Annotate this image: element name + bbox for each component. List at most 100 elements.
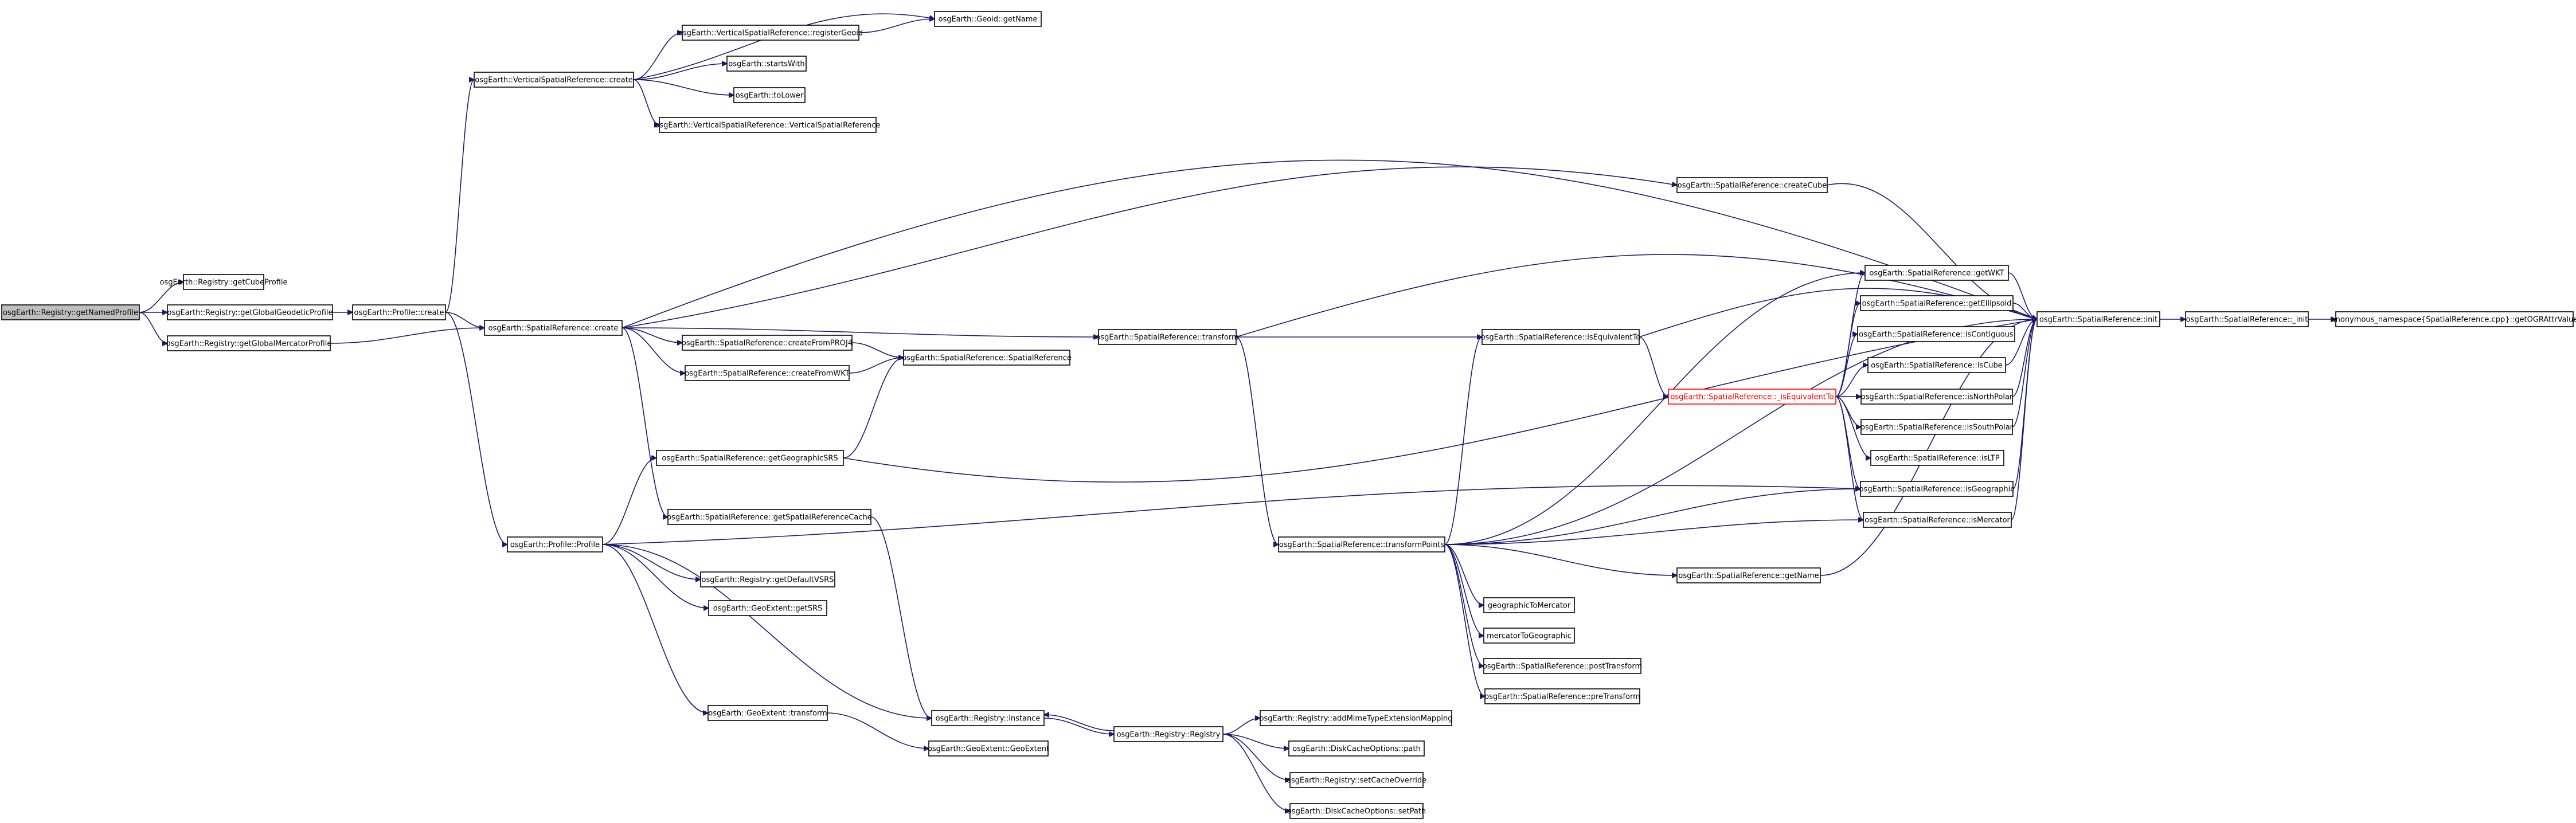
node-box — [167, 304, 333, 320]
node-box — [1, 304, 140, 320]
node-profileCreate[interactable]: osgEarth::Profile::create — [352, 304, 446, 320]
edge-registryCtor-to-registryInstance — [1044, 715, 1115, 731]
node-isLTP[interactable]: osgEarth::SpatialReference::isLTP — [1870, 450, 2004, 466]
node-startsWith[interactable]: osgEarth::startsWith — [726, 56, 807, 72]
node-layer: osgEarth::Registry::getNamedProfileosgEa… — [1, 11, 2576, 819]
node-registryCtor[interactable]: osgEarth::Registry::Registry — [1113, 726, 1223, 742]
node-vsrCreate[interactable]: osgEarth::VerticalSpatialReference::crea… — [474, 72, 634, 88]
node-label: osgEarth::SpatialReference::getName — [1678, 572, 1819, 581]
node-geoidGetName[interactable]: osgEarth::Geoid::getName — [934, 11, 1042, 27]
node-box — [183, 274, 264, 290]
node-transform[interactable]: osgEarth::SpatialReference::transform — [1096, 329, 1239, 345]
node-isGeographic[interactable]: osgEarth::SpatialReference::isGeographic — [1859, 481, 2015, 497]
node-box — [1289, 803, 1424, 819]
node-box — [1860, 389, 2013, 405]
node-addMimeType[interactable]: osgEarth::Registry::addMimeTypeExtension… — [1259, 710, 1453, 726]
node-box — [1860, 419, 2013, 435]
node-registryInstance[interactable]: osgEarth::Registry::instance — [931, 710, 1045, 726]
edge-profileCtor-to-geTransform — [602, 544, 708, 713]
node-label: osgEarth::SpatialReference::isContiguous — [1859, 331, 2014, 339]
node-getDefaultVSRS[interactable]: osgEarth::Registry::getDefaultVSRS — [700, 571, 835, 587]
node-label: osgEarth::SpatialReference::create — [488, 324, 619, 333]
edge-vsrCreate-to-startsWith — [633, 64, 727, 80]
node-toLower[interactable]: osgEarth::toLower — [733, 87, 806, 103]
node-srCreate[interactable]: osgEarth::SpatialReference::create — [484, 320, 623, 336]
node-geographicToMercator[interactable]: geographicToMercator — [1483, 597, 1575, 613]
node-box — [1857, 326, 2015, 342]
edge-srCreate-to-createCube — [621, 166, 1677, 328]
node-box — [1668, 389, 1836, 405]
node-createFromPROJ4[interactable]: osgEarth::SpatialReference::createFromPR… — [682, 335, 853, 351]
node-profileCtor[interactable]: osgEarth::Profile::Profile — [507, 536, 603, 552]
node-box — [507, 536, 603, 552]
node-box — [1860, 481, 2014, 497]
node-getGlobalGeodeticProfile[interactable]: osgEarth::Registry::getGlobalGeodeticPro… — [167, 304, 333, 320]
edge-_isEquivalentTo-to-isLTP — [1835, 396, 1871, 458]
node-createFromWKT[interactable]: osgEarth::SpatialReference::createFromWK… — [685, 365, 850, 381]
node-box — [1289, 772, 1424, 788]
node-getWKT[interactable]: osgEarth::SpatialReference::getWKT — [1864, 265, 2009, 281]
node-box — [707, 705, 828, 721]
node-box — [1676, 567, 1821, 583]
node-getSpatialReferenceCache[interactable]: osgEarth::SpatialReference::getSpatialRe… — [667, 509, 872, 525]
node-label: osgEarth::VerticalSpatialReference::Vert… — [655, 122, 880, 130]
node-box — [659, 117, 877, 133]
node-label: osgEarth::SpatialReference::createFromWK… — [685, 370, 849, 378]
node-label: osgEarth::SpatialReference::getGeographi… — [662, 454, 838, 463]
node-getGeographicSRS[interactable]: osgEarth::SpatialReference::getGeographi… — [656, 450, 844, 466]
edge-_isEquivalentTo-to-isCube — [1835, 365, 1868, 397]
edge-getSpatialReferenceCache-to-registryInstance — [870, 516, 932, 718]
node-init[interactable]: osgEarth::SpatialReference::init — [2036, 311, 2160, 327]
node-_init[interactable]: osgEarth::SpatialReference::_init — [2185, 311, 2309, 327]
node-dcoSetPath[interactable]: osgEarth::DiskCacheOptions::setPath — [1287, 803, 1426, 819]
edge-transform-to-init — [1236, 254, 2037, 338]
edge-registryCtor-to-dcoSetPath — [1222, 734, 1290, 811]
node-box — [700, 571, 835, 587]
node-registerGeoid[interactable]: osgEarth::VerticalSpatialReference::regi… — [678, 25, 863, 41]
node-isSouthPolar[interactable]: osgEarth::SpatialReference::isSouthPolar — [1860, 419, 2014, 435]
node-getEllipsoid[interactable]: osgEarth::SpatialReference::getEllipsoid — [1860, 295, 2014, 311]
node-label: osgEarth::Registry::getCubeProfile — [160, 279, 288, 287]
edge-isMercator-to-init — [2011, 319, 2037, 520]
edge-registryCtor-to-addMimeType — [1222, 718, 1260, 735]
node-createCube[interactable]: osgEarth::SpatialReference::createCube — [1676, 177, 1828, 193]
node-preTransform[interactable]: osgEarth::SpatialReference::preTransform — [1484, 688, 1640, 704]
edge-_isEquivalentTo-to-getEllipsoid — [1835, 303, 1860, 397]
node-isContiguous[interactable]: osgEarth::SpatialReference::isContiguous — [1857, 326, 2015, 342]
node-label: osgEarth::VerticalSpatialReference::regi… — [678, 29, 863, 38]
edge-isSouthPolar-to-init — [2012, 319, 2037, 428]
edge-profileCtor-to-geGetSRS — [602, 544, 709, 608]
node-getOGRAttrValue[interactable]: anonymous_namespace{SpatialReference.cpp… — [2331, 311, 2576, 327]
node-label: osgEarth::Registry::instance — [936, 715, 1041, 723]
edge-vsrCreate-to-toLower — [633, 79, 734, 95]
node-label: anonymous_namespace{SpatialReference.cpp… — [2331, 316, 2576, 324]
node-label: osgEarth::toLower — [736, 92, 804, 100]
node-getGlobalMercatorProfile[interactable]: osgEarth::Registry::getGlobalMercatorPro… — [166, 335, 332, 351]
edge-transformPoints-to-geographicToMercator — [1444, 544, 1484, 605]
node-setCacheOverride[interactable]: osgEarth::Registry::setCacheOverride — [1287, 772, 1426, 788]
node-isCube[interactable]: osgEarth::SpatialReference::isCube — [1867, 357, 2006, 373]
node-transformPoints[interactable]: osgEarth::SpatialReference::transformPoi… — [1278, 536, 1445, 552]
node-getCubeProfile[interactable]: osgEarth::Registry::getCubeProfile — [160, 274, 288, 290]
node-label: osgEarth::GeoExtent::getSRS — [713, 605, 823, 613]
edge-profileCreate-to-profileCtor — [445, 312, 507, 544]
node-postTransform[interactable]: osgEarth::SpatialReference::postTransfor… — [1483, 658, 1642, 674]
node-geCtor[interactable]: osgEarth::GeoExtent::GeoExtent — [928, 740, 1049, 757]
edge-getNamedProfile-to-getCubeProfile — [139, 282, 183, 313]
node-srCtor[interactable]: osgEarth::SpatialReference::SpatialRefer… — [902, 350, 1072, 366]
node-label: osgEarth::SpatialReference::getWKT — [1869, 269, 2004, 278]
node-mercatorToGeographic[interactable]: mercatorToGeographic — [1483, 628, 1575, 644]
node-isNorthPolar[interactable]: osgEarth::SpatialReference::isNorthPolar — [1860, 389, 2013, 405]
node-geTransform[interactable]: osgEarth::GeoExtent::transform — [707, 705, 828, 721]
node-isEquivalentTo[interactable]: osgEarth::SpatialReference::isEquivalent… — [1481, 329, 1641, 345]
node-dcoPath[interactable]: osgEarth::DiskCacheOptions::path — [1288, 740, 1425, 757]
node-srGetName[interactable]: osgEarth::SpatialReference::getName — [1676, 567, 1821, 583]
node-isMercator[interactable]: osgEarth::SpatialReference::isMercator — [1863, 512, 2012, 528]
node-label: osgEarth::VerticalSpatialReference::crea… — [475, 76, 633, 85]
node-box — [1860, 295, 2014, 311]
node-_isEquivalentTo[interactable]: osgEarth::SpatialReference::_isEquivalen… — [1668, 389, 1836, 405]
node-getNamedProfile[interactable]: osgEarth::Registry::getNamedProfile — [1, 304, 140, 320]
node-geGetSRS[interactable]: osgEarth::GeoExtent::getSRS — [708, 600, 827, 616]
node-vsrCtor[interactable]: osgEarth::VerticalSpatialReference::Vert… — [655, 117, 881, 133]
